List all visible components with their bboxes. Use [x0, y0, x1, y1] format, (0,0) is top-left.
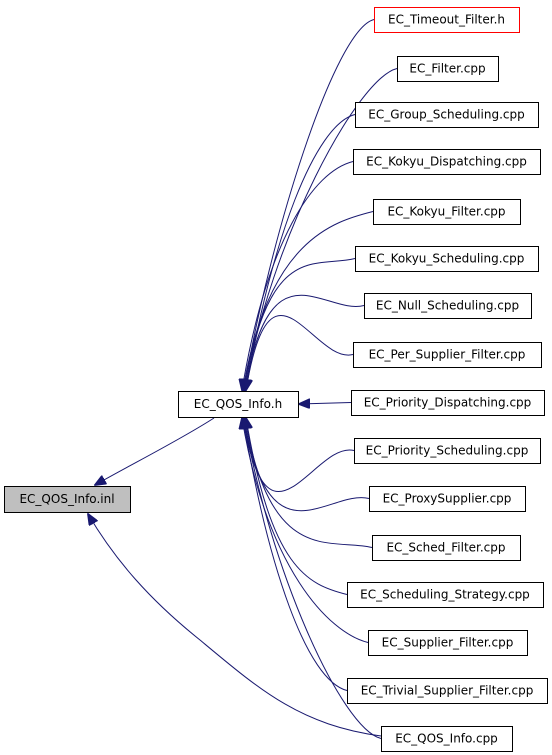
edge-sched-filter-cpp-to-qos-info-h	[245, 418, 373, 548]
node-label-timeout-filter-h: EC_Timeout_Filter.h	[388, 13, 505, 27]
edges-layer	[88, 19, 398, 739]
edge-per-supplier-filter-cpp-to-qos-info-h	[246, 315, 354, 390]
edge-group-scheduling-cpp-to-qos-info-h	[246, 114, 356, 391]
node-timeout-filter-h[interactable]: EC_Timeout_Filter.h	[374, 7, 520, 33]
node-kokyu-dispatching-cpp[interactable]: EC_Kokyu_Dispatching.cpp	[353, 149, 541, 175]
node-kokyu-filter-cpp[interactable]: EC_Kokyu_Filter.cpp	[373, 199, 521, 225]
node-proxysupplier-cpp[interactable]: EC_ProxySupplier.cpp	[369, 486, 526, 512]
node-label-priority-scheduling-cpp: EC_Priority_Scheduling.cpp	[366, 444, 529, 458]
node-label-supplier-filter-cpp: EC_Supplier_Filter.cpp	[382, 636, 514, 650]
node-label-group-scheduling-cpp: EC_Group_Scheduling.cpp	[368, 108, 524, 122]
node-box-priority-dispatching-cpp[interactable]	[351, 390, 545, 416]
node-qos-info-h[interactable]: EC_QOS_Info.h	[178, 391, 299, 418]
node-filter-cpp[interactable]: EC_Filter.cpp	[397, 56, 499, 82]
edge-timeout-filter-h-to-qos-info-h	[244, 19, 375, 391]
node-scheduling-strategy-cpp[interactable]: EC_Scheduling_Strategy.cpp	[347, 582, 544, 608]
node-box-supplier-filter-cpp[interactable]	[368, 630, 528, 656]
node-box-qos-info-cpp[interactable]	[381, 726, 513, 752]
node-box-timeout-filter-h[interactable]	[374, 7, 520, 33]
edge-qos-info-h-to-qos-info-inl	[95, 417, 215, 485]
node-label-kokyu-scheduling-cpp: EC_Kokyu_Scheduling.cpp	[369, 252, 525, 266]
node-box-kokyu-scheduling-cpp[interactable]	[355, 246, 539, 272]
edge-priority-scheduling-cpp-to-qos-info-h	[243, 418, 355, 493]
node-label-sched-filter-cpp: EC_Sched_Filter.cpp	[386, 541, 505, 555]
edge-priority-dispatching-cpp-to-qos-info-h	[299, 403, 352, 405]
node-trivial-supplier-filter-cpp[interactable]: EC_Trivial_Supplier_Filter.cpp	[347, 678, 548, 704]
node-label-null-scheduling-cpp: EC_Null_Scheduling.cpp	[376, 299, 519, 313]
node-label-filter-cpp: EC_Filter.cpp	[409, 62, 485, 76]
node-box-trivial-supplier-filter-cpp[interactable]	[347, 678, 548, 704]
node-per-supplier-filter-cpp[interactable]: EC_Per_Supplier_Filter.cpp	[353, 342, 542, 368]
node-box-per-supplier-filter-cpp[interactable]	[353, 342, 542, 368]
edge-qos-info-cpp-to-qos-info-h	[244, 418, 382, 739]
node-box-null-scheduling-cpp[interactable]	[364, 293, 532, 319]
node-label-proxysupplier-cpp: EC_ProxySupplier.cpp	[383, 492, 512, 506]
node-box-scheduling-strategy-cpp[interactable]	[347, 582, 544, 608]
node-label-qos-info-h: EC_QOS_Info.h	[194, 397, 282, 411]
node-box-qos-info-h[interactable]	[178, 391, 299, 418]
edge-proxysupplier-cpp-to-qos-info-h	[244, 418, 370, 512]
node-label-scheduling-strategy-cpp: EC_Scheduling_Strategy.cpp	[360, 588, 530, 602]
edge-scheduling-strategy-cpp-to-qos-info-h	[246, 418, 348, 595]
node-group-scheduling-cpp[interactable]: EC_Group_Scheduling.cpp	[355, 102, 539, 128]
node-supplier-filter-cpp[interactable]: EC_Supplier_Filter.cpp	[368, 630, 528, 656]
edge-null-scheduling-cpp-to-qos-info-h	[245, 294, 365, 390]
edge-kokyu-filter-cpp-to-qos-info-h	[243, 211, 374, 391]
edge-qos-info-cpp-to-qos-info-inl	[88, 514, 382, 737]
node-label-kokyu-filter-cpp: EC_Kokyu_Filter.cpp	[387, 205, 505, 219]
node-priority-dispatching-cpp[interactable]: EC_Priority_Dispatching.cpp	[351, 390, 545, 416]
node-label-per-supplier-filter-cpp: EC_Per_Supplier_Filter.cpp	[369, 348, 526, 362]
edge-kokyu-scheduling-cpp-to-qos-info-h	[244, 258, 356, 391]
node-label-priority-dispatching-cpp: EC_Priority_Dispatching.cpp	[364, 396, 532, 410]
node-box-kokyu-filter-cpp[interactable]	[373, 199, 521, 225]
node-label-trivial-supplier-filter-cpp: EC_Trivial_Supplier_Filter.cpp	[361, 684, 534, 698]
node-box-kokyu-dispatching-cpp[interactable]	[353, 149, 541, 175]
node-priority-scheduling-cpp[interactable]: EC_Priority_Scheduling.cpp	[354, 438, 541, 464]
node-label-qos-info-inl: EC_QOS_Info.inl	[19, 492, 114, 506]
edge-kokyu-dispatching-cpp-to-qos-info-h	[242, 161, 354, 391]
node-box-proxysupplier-cpp[interactable]	[369, 486, 526, 512]
node-box-group-scheduling-cpp[interactable]	[355, 102, 539, 128]
nodes-layer: EC_QOS_Info.inl EC_QOS_Info.h EC_Timeout_F…	[4, 7, 548, 752]
edge-trivial-supplier-filter-cpp-to-qos-info-h	[243, 418, 348, 691]
node-label-kokyu-dispatching-cpp: EC_Kokyu_Dispatching.cpp	[366, 155, 527, 169]
node-box-priority-scheduling-cpp[interactable]	[354, 438, 541, 464]
node-qos-info-inl[interactable]: EC_QOS_Info.inl	[4, 486, 131, 513]
edge-supplier-filter-cpp-to-qos-info-h	[242, 418, 369, 643]
node-kokyu-scheduling-cpp[interactable]: EC_Kokyu_Scheduling.cpp	[355, 246, 539, 272]
node-box-qos-info-inl[interactable]	[4, 486, 131, 513]
node-null-scheduling-cpp[interactable]: EC_Null_Scheduling.cpp	[364, 293, 532, 319]
node-box-filter-cpp[interactable]	[397, 56, 499, 82]
node-sched-filter-cpp[interactable]: EC_Sched_Filter.cpp	[372, 535, 521, 561]
node-box-sched-filter-cpp[interactable]	[372, 535, 521, 561]
node-label-qos-info-cpp: EC_QOS_Info.cpp	[395, 732, 498, 746]
node-qos-info-cpp[interactable]: EC_QOS_Info.cpp	[381, 726, 513, 752]
